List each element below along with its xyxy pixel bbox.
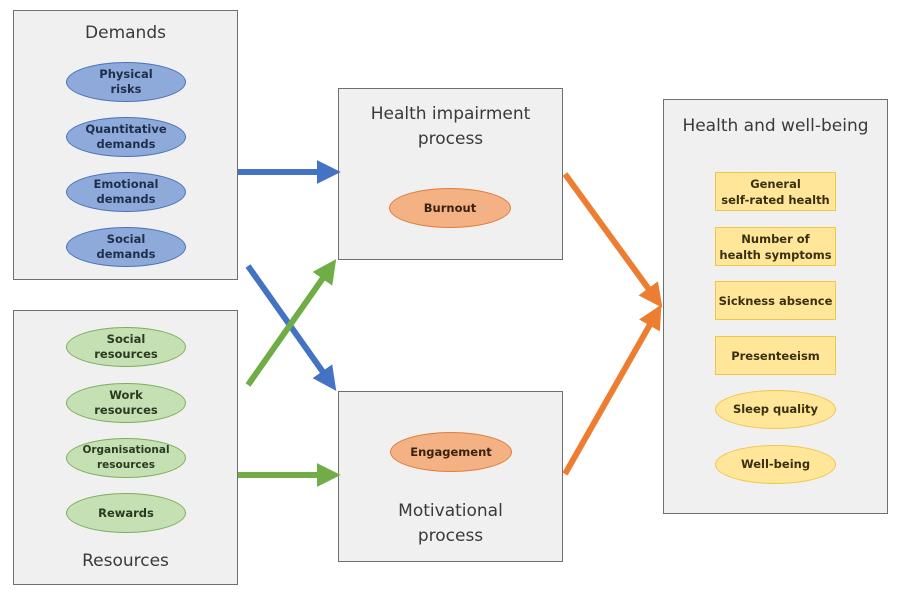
arrow-health-impairment-to-outcomes	[562, 172, 663, 308]
health-wellbeing-box: Health and well-being General self-rated…	[663, 99, 888, 514]
resource-work: Work resources	[66, 383, 186, 423]
health-impairment-title: Health impairment process	[370, 104, 531, 149]
demand-quantitative: Quantitative demands	[66, 117, 186, 157]
demands-title: Demands	[85, 23, 166, 43]
motivational-title: Motivational process	[398, 501, 503, 546]
demand-emotional: Emotional demands	[66, 172, 186, 212]
demand-social: Social demands	[66, 227, 186, 267]
outcome-sickness-absence: Sickness absence	[715, 281, 836, 320]
outcome-sleep-quality: Sleep quality	[715, 390, 836, 429]
arrow-motivational-to-outcomes	[562, 304, 662, 476]
burnout-node: Burnout	[389, 188, 511, 228]
outcome-general-health: General self-rated health	[715, 172, 836, 211]
resource-organisational: Organisational resources	[66, 438, 186, 478]
resources-box: Social resources Work resources Organisa…	[13, 310, 238, 585]
resource-rewards: Rewards	[66, 493, 186, 533]
demand-physical-risks: Physical risks	[66, 62, 186, 102]
arrow-demands-to-motivational	[245, 264, 337, 391]
motivational-box: Engagement Motivational process	[338, 391, 563, 562]
outcome-health-symptoms: Number of health symptoms	[715, 227, 836, 266]
arrow-resources-to-health-impairment	[245, 259, 337, 387]
resources-title: Resources	[82, 551, 169, 571]
demands-box: Demands Physical risks Quantitative dema…	[13, 10, 238, 280]
outcome-presenteeism: Presenteeism	[715, 336, 836, 375]
outcome-well-being: Well-being	[715, 445, 836, 484]
resource-social: Social resources	[66, 327, 186, 367]
health-wellbeing-title: Health and well-being	[682, 116, 869, 136]
engagement-node: Engagement	[390, 432, 512, 472]
health-impairment-box: Health impairment process Burnout	[338, 88, 563, 260]
